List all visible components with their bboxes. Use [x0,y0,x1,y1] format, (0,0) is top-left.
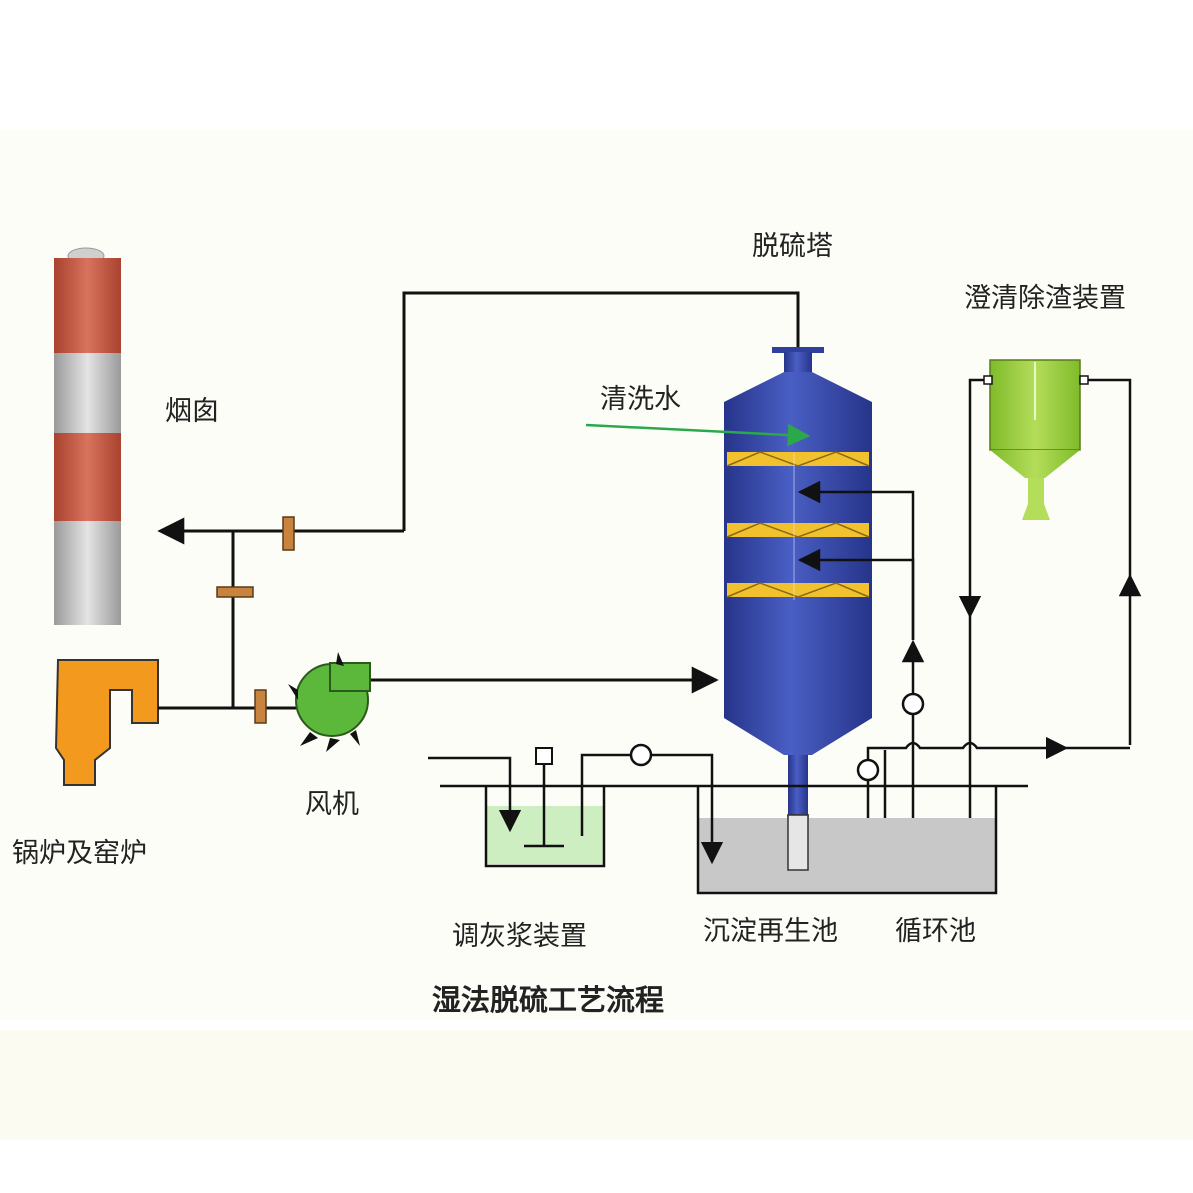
label-lime-slurry: 调灰浆装置 [452,921,587,952]
agitator-icon [535,747,553,765]
pool [696,786,998,895]
wash-water-arrow [585,423,811,447]
label-circulation: 循环池 [895,916,976,947]
pump-icon [629,743,653,767]
valve-icon [254,689,267,724]
label-clarifier: 澄清除渣装置 [964,283,1126,314]
label-fan: 风机 [305,789,359,820]
chimney [54,247,121,625]
valve-icon [216,586,254,598]
slurry-pipes [428,753,724,865]
diagram-title: 湿法脱硫工艺流程 [432,983,664,1017]
background-band-bottom [0,1030,1193,1140]
label-sedimentation: 沉淀再生池 [703,916,838,947]
valve-icon [282,516,295,551]
flue-gas-pipes [157,291,800,710]
tray [726,582,870,598]
tray [726,522,870,538]
label-chimney: 烟囱 [165,396,219,427]
label-wash-water: 清洗水 [600,384,681,415]
clarifier [983,359,1089,520]
boiler [54,659,159,786]
tray [726,451,870,467]
label-boiler: 锅炉及窑炉 [12,838,147,869]
pump-icon [901,692,925,716]
pump-icon [856,758,880,782]
background-band [0,130,1193,1020]
label-tower: 脱硫塔 [752,231,833,262]
fan [288,652,371,752]
